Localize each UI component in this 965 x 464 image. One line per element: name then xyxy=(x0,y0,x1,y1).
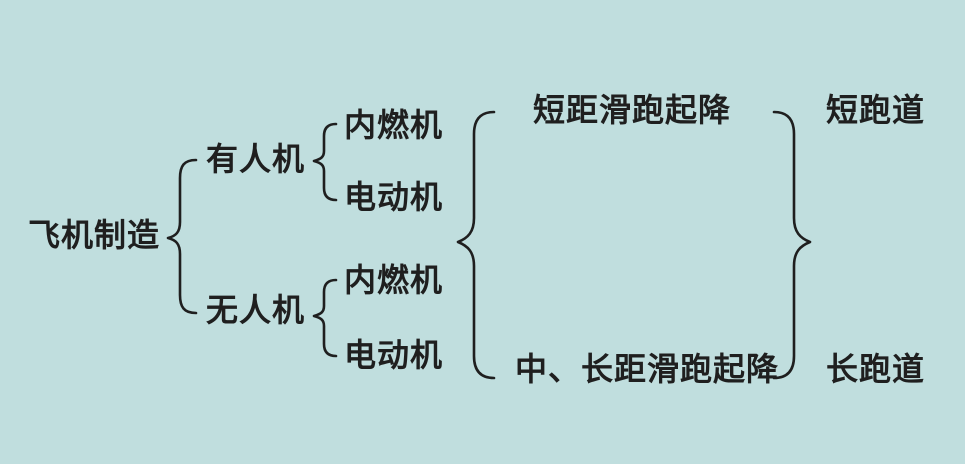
unmanned-brace xyxy=(312,278,338,358)
branch-manned-label: 有人机 xyxy=(206,140,306,178)
manned-electric-motor-label: 电动机 xyxy=(344,178,444,216)
powerplant-brace xyxy=(456,110,496,380)
unmanned-combustion-engine-label: 内燃机 xyxy=(344,261,444,299)
medium-long-takeoff-label: 中、长距滑跑起降 xyxy=(515,350,780,388)
long-runway-label: 长跑道 xyxy=(826,350,926,388)
root-label: 飞机制造 xyxy=(28,216,161,254)
unmanned-electric-motor-label: 电动机 xyxy=(344,336,444,374)
branch-unmanned-label: 无人机 xyxy=(206,291,306,329)
runway-brace xyxy=(772,110,812,380)
manned-brace xyxy=(312,122,338,202)
short-runway-label: 短跑道 xyxy=(826,91,926,129)
manned-combustion-engine-label: 内燃机 xyxy=(344,106,444,144)
root-brace xyxy=(166,158,198,315)
short-takeoff-label: 短距滑跑起降 xyxy=(533,91,732,129)
